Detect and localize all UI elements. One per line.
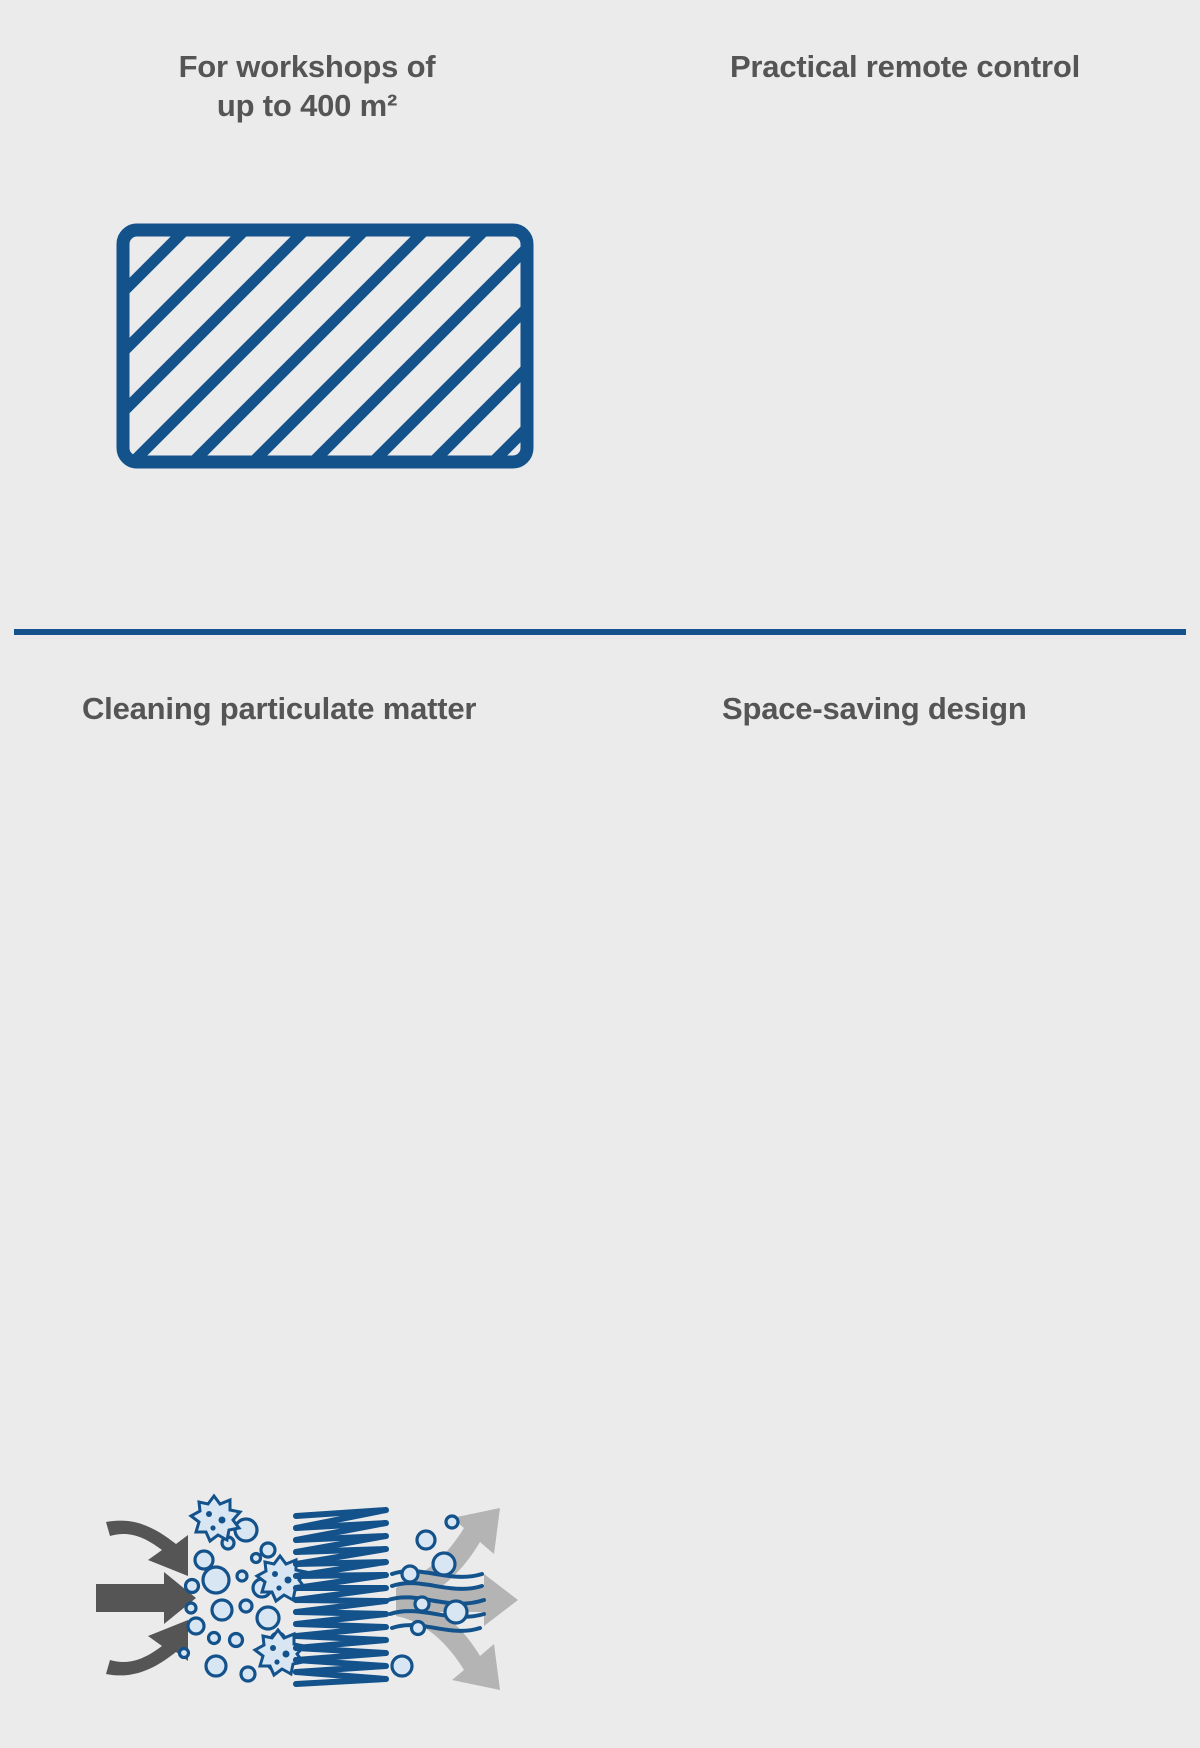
inlet-arrow-bottom: [106, 1620, 188, 1676]
particulate-filter-icon: [96, 1488, 566, 1708]
panel-title-remote-control: Practical remote control: [729, 49, 1081, 84]
feature-infographic: For workshops of up to 400 m²: [0, 0, 1200, 1690]
feature-panel-remote-control: Practical remote control: [600, 0, 1200, 616]
particles: [177, 1493, 309, 1683]
feature-panel-particulate-filter: Cleaning particulate matter: [0, 648, 600, 1690]
panel-title-particulate-filter: Cleaning particulate matter: [82, 691, 477, 726]
feature-panel-workshop-area: For workshops of up to 400 m²: [0, 0, 600, 616]
panel-title-workshop-area: For workshops of up to 400 m²: [178, 49, 436, 123]
inlet-arrow-top: [106, 1520, 188, 1576]
section-divider: [14, 629, 1186, 635]
hatched-rectangle-icon: [105, 212, 545, 480]
inlet-arrow-middle: [96, 1572, 196, 1624]
feature-panel-space-saving-design: Space-saving design: [600, 648, 1200, 1200]
panel-title-space-saving-design: Space-saving design: [722, 691, 1027, 726]
pleated-filter: [293, 1507, 389, 1687]
